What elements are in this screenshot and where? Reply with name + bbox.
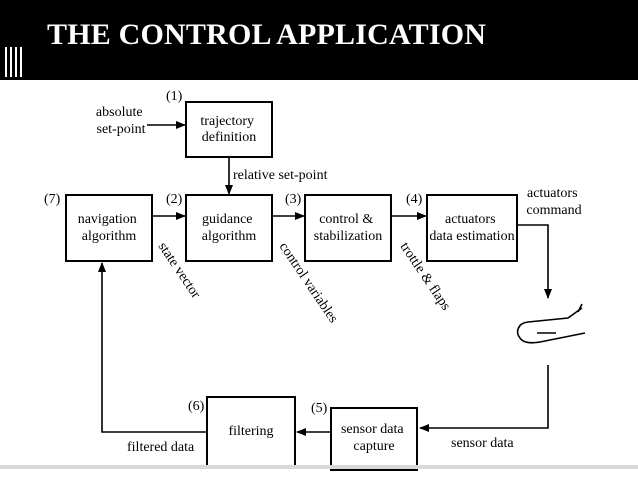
arrow-filtering-to-navigation — [98, 262, 206, 433]
box-trajectory — [185, 101, 273, 158]
arrow-actuators-to-aircraft — [518, 224, 552, 299]
box-filtering-line-1: filtering — [228, 424, 273, 439]
box-navigation — [65, 194, 153, 262]
box-sensor-label: sensor data capture — [341, 422, 407, 454]
box-control — [304, 194, 392, 262]
box-control-line-2: stabilization — [314, 229, 382, 244]
arrow-aircraft-to-sensor — [419, 365, 549, 432]
accent-stripe — [10, 47, 12, 77]
box-actuators-line-1: actuators — [445, 212, 496, 227]
box-guidance — [185, 194, 273, 262]
label-actuators-command-line-2: command — [526, 203, 581, 218]
box-navigation-label: navigation algorithm — [78, 212, 141, 244]
box-number-6: (6) — [188, 399, 205, 414]
box-sensor — [330, 407, 418, 471]
box-number-1: (1) — [166, 89, 183, 104]
box-sensor-line-1: sensor data — [341, 422, 404, 437]
box-actuators — [426, 194, 518, 262]
accent-stripe — [5, 47, 7, 77]
title-bar — [0, 0, 638, 80]
box-number-7: (7) — [44, 192, 61, 207]
label-absolute-setpoint-line-1: absolute — [96, 105, 143, 120]
box-navigation-line-2: algorithm — [82, 229, 137, 244]
box-number-5: (5) — [311, 401, 328, 416]
box-guidance-line-2: algorithm — [202, 229, 257, 244]
box-trajectory-label: trajectory definition — [200, 114, 257, 145]
box-control-line-1: control & — [319, 212, 373, 227]
box-actuators-label: actuators data estimation — [429, 212, 514, 244]
label-filtered-data: filtered data — [127, 440, 195, 455]
aircraft-icon — [516, 303, 586, 344]
label-actuators-command-line-1: actuators — [527, 186, 578, 201]
box-trajectory-line-2: definition — [202, 130, 256, 145]
bottom-rule — [0, 465, 638, 469]
box-trajectory-line-1: trajectory — [200, 114, 254, 129]
box-number-2: (2) — [166, 192, 183, 207]
box-number-3: (3) — [285, 192, 302, 207]
box-guidance-label: guidance algorithm — [202, 212, 257, 244]
label-actuators-command: actuators command — [526, 186, 581, 218]
box-sensor-line-2: capture — [353, 439, 394, 454]
box-number-4: (4) — [406, 192, 423, 207]
box-control-label: control & stabilization — [314, 212, 382, 244]
label-absolute-setpoint: absolute set-point — [96, 105, 146, 137]
label-relative-setpoint: relative set-point — [233, 168, 328, 183]
label-sensor-data: sensor data — [451, 436, 514, 451]
page-title: THE CONTROL APPLICATION — [47, 18, 487, 51]
box-navigation-line-1: navigation — [78, 212, 137, 227]
box-filtering-label: filtering — [228, 424, 273, 439]
label-absolute-setpoint-line-2: set-point — [97, 122, 146, 137]
accent-stripe — [15, 47, 17, 77]
box-actuators-line-2: data estimation — [429, 229, 514, 244]
accent-stripe — [20, 47, 22, 77]
box-guidance-line-1: guidance — [202, 212, 253, 227]
